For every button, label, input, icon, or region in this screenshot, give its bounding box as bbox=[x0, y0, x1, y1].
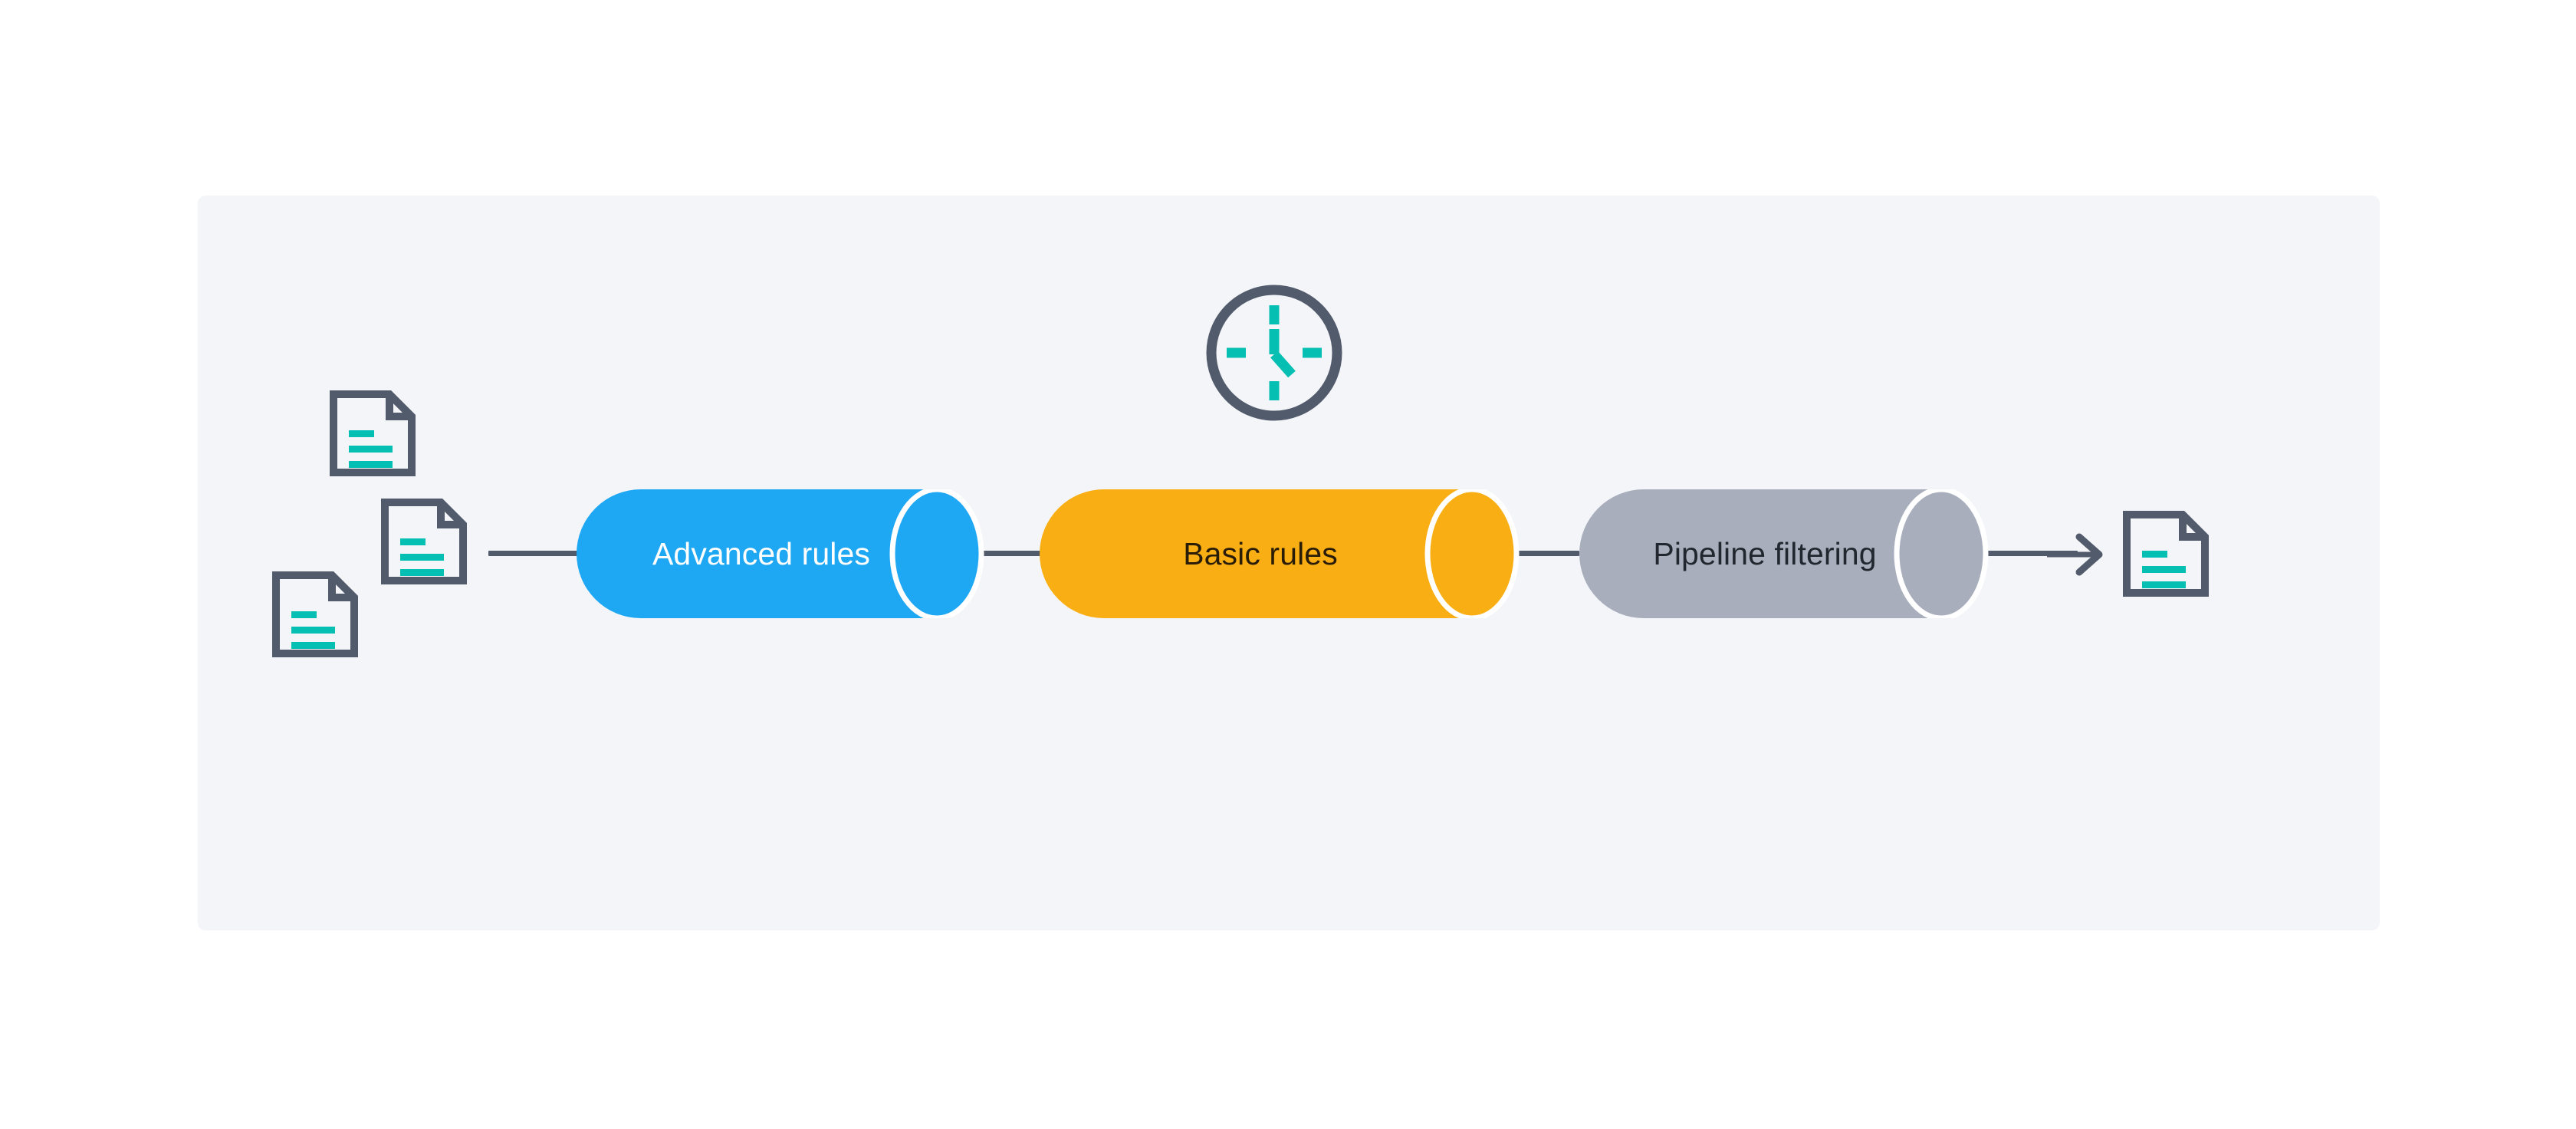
schedule-clock-icon[interactable] bbox=[1201, 280, 1347, 426]
connector-advanced-to-basic bbox=[975, 551, 1079, 556]
stage-pipeline-filtering[interactable]: Pipeline filtering bbox=[1579, 489, 1995, 618]
input-doc-middle-icon[interactable] bbox=[381, 499, 467, 584]
connector-input-to-advanced bbox=[488, 551, 584, 556]
stage-basic-rules[interactable]: Basic rules bbox=[1040, 489, 1526, 618]
connector-filtering-to-output bbox=[1963, 551, 2078, 556]
input-doc-bottom-icon[interactable] bbox=[272, 571, 358, 657]
arrow-head-icon bbox=[2047, 533, 2103, 576]
stage-advanced-rules[interactable]: Advanced rules bbox=[577, 489, 991, 618]
output-doc-icon[interactable] bbox=[2123, 511, 2209, 597]
input-doc-top-icon[interactable] bbox=[330, 390, 416, 476]
